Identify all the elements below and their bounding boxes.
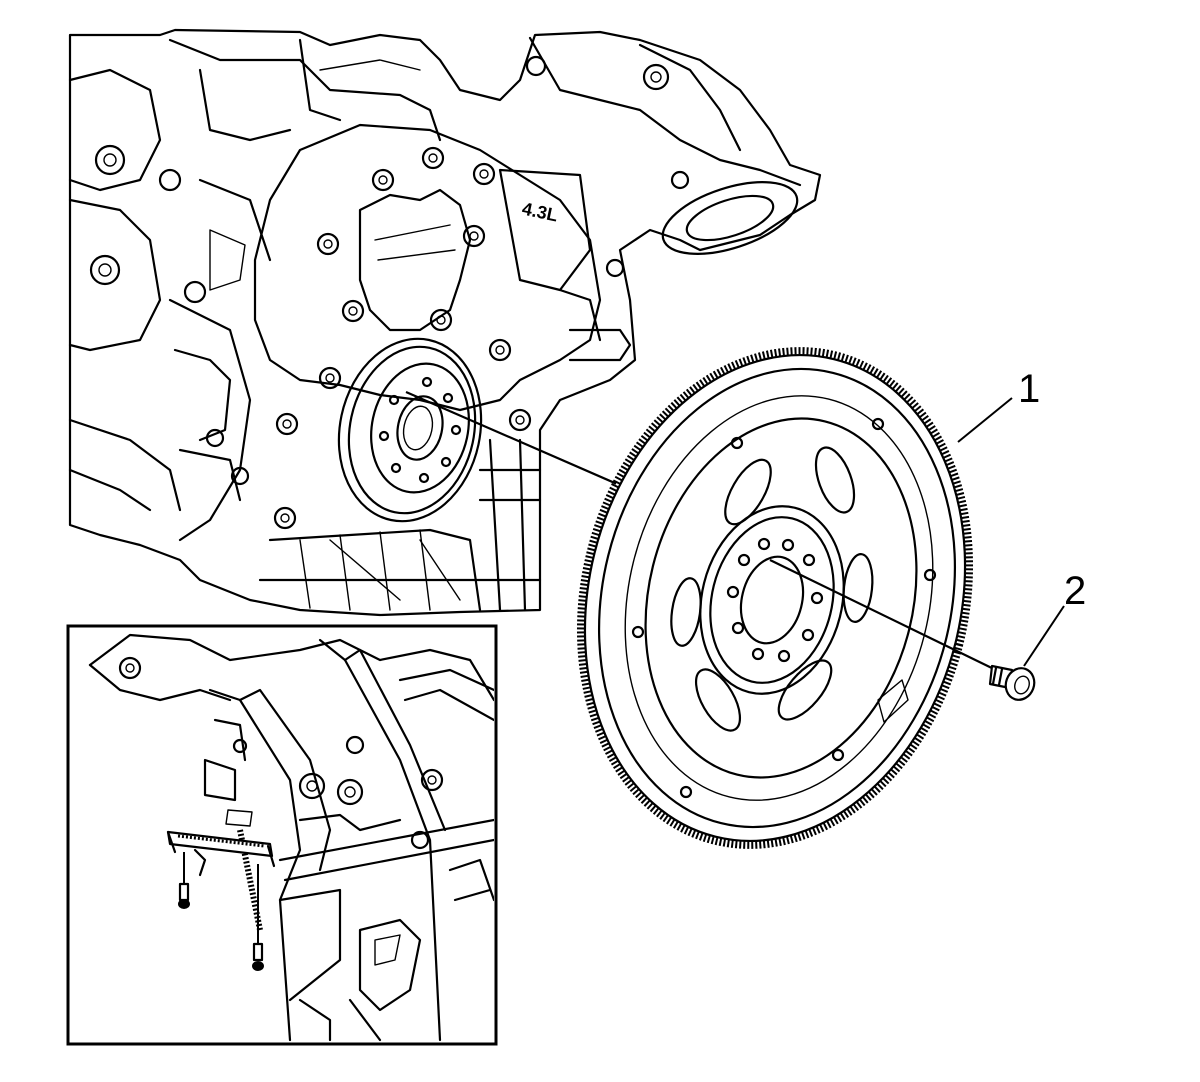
alignment-line-bolt <box>769 559 1001 673</box>
inset-detail-view <box>66 624 498 1046</box>
cover-bolt-bosses <box>273 146 532 530</box>
callout-1: 1 <box>957 367 1040 443</box>
inset-bolt-right <box>252 864 264 971</box>
crankshaft-rear-seal <box>337 337 483 523</box>
engine-displacement-marking: 4.3L <box>520 198 559 225</box>
callout-number-1: 1 <box>1018 367 1040 411</box>
alignment-line-crank <box>405 390 641 496</box>
inset-bolt-left <box>178 852 190 909</box>
flexplate-retainer <box>166 830 276 877</box>
flywheel-hub-bolt-holes <box>726 537 824 663</box>
engine-block: 4.3L <box>68 28 822 617</box>
flywheel-bolt <box>988 664 1036 701</box>
callout-2: 2 <box>1023 569 1086 667</box>
flywheel <box>576 347 974 849</box>
callout-number-2: 2 <box>1064 569 1086 613</box>
